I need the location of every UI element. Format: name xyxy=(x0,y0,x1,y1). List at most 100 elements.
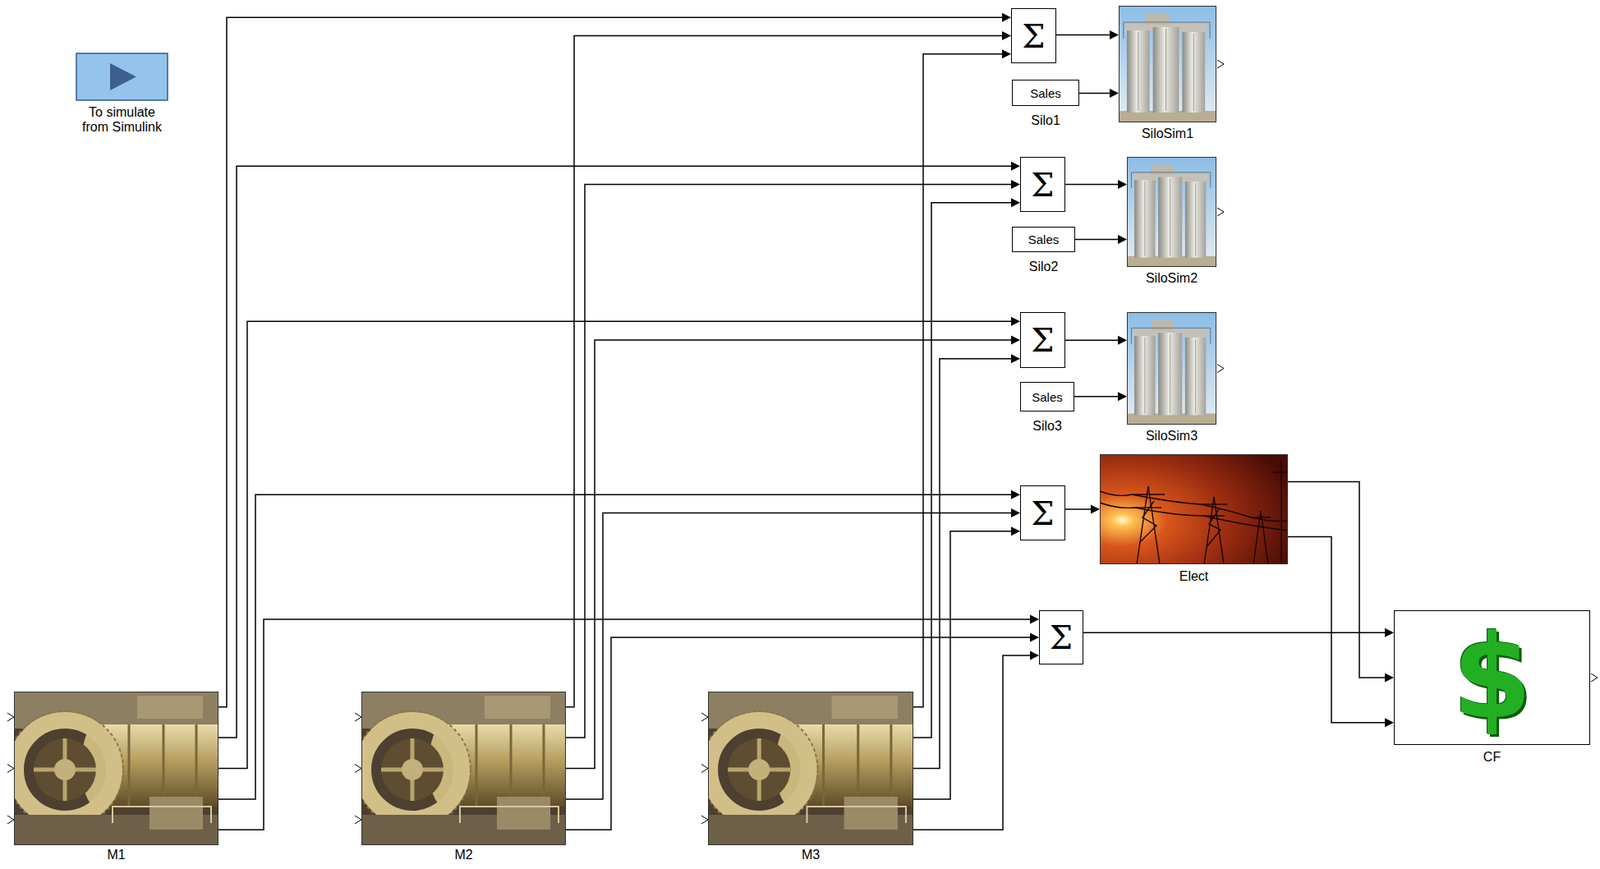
signal-path xyxy=(1079,92,1111,95)
signal-line xyxy=(565,31,1012,708)
mill-picture xyxy=(701,691,914,846)
input-port xyxy=(701,815,709,824)
input-port xyxy=(701,712,709,722)
arrow-head xyxy=(1384,717,1394,727)
block-name: Elect xyxy=(1051,569,1337,584)
cash-flow-block: $CF xyxy=(1393,610,1591,745)
block-body: Σ xyxy=(1020,486,1065,540)
mill-block: M1 xyxy=(13,691,219,846)
arrow-head xyxy=(1002,13,1012,23)
silo-picture xyxy=(1126,312,1217,425)
signal-line xyxy=(1287,537,1394,728)
sum-symbol: Σ xyxy=(1030,168,1054,202)
dollar-symbol: $ xyxy=(1452,620,1532,736)
arrow-head xyxy=(1117,179,1127,189)
sum-block: Σ xyxy=(1020,485,1066,541)
signal-path xyxy=(565,340,1012,769)
signal-path xyxy=(1075,239,1119,241)
sum-block: Σ xyxy=(1011,8,1057,64)
block-name: Silo2 xyxy=(963,259,1124,275)
sum-symbol: Σ xyxy=(1030,323,1054,357)
sales-block: SalesSilo2 xyxy=(1011,226,1076,253)
arrow-head xyxy=(1384,673,1394,683)
signal-path xyxy=(565,513,1012,800)
arrow-head xyxy=(1117,234,1127,244)
pylon-post xyxy=(1280,459,1282,565)
output-port xyxy=(1590,673,1598,682)
signal-line xyxy=(1287,482,1394,683)
sum-block: Σ xyxy=(1020,156,1066,212)
mill-picture xyxy=(7,691,219,846)
input-port xyxy=(7,815,14,824)
signal-line xyxy=(218,13,1012,708)
pylon-lattice xyxy=(1207,509,1221,547)
electricity-block: Elect xyxy=(1099,454,1288,565)
signal-line xyxy=(565,508,1021,800)
pylon-lattice xyxy=(1140,501,1157,543)
signal-line xyxy=(565,633,1040,831)
signal-line xyxy=(1065,505,1100,515)
signal-path xyxy=(913,531,1012,800)
block-body xyxy=(76,53,168,101)
block-body xyxy=(14,692,218,845)
input-port xyxy=(701,764,709,773)
arrow-head xyxy=(1011,354,1021,364)
block-body: Sales xyxy=(1020,382,1074,411)
arrow-head xyxy=(1384,628,1394,638)
arrow-head xyxy=(1090,505,1100,515)
sum-symbol: Σ xyxy=(1021,19,1045,53)
block-name: CF xyxy=(1345,749,1600,765)
input-port xyxy=(354,764,362,773)
arrow-head xyxy=(1011,335,1021,345)
signal-line xyxy=(1083,628,1394,638)
output-port xyxy=(1217,59,1224,69)
pylons xyxy=(1099,459,1288,565)
simulate-button: To simulate from Simulink xyxy=(76,53,168,101)
signal-line xyxy=(913,526,1021,800)
arrow-head xyxy=(1109,88,1119,98)
block-name: Silo3 xyxy=(971,418,1123,434)
signal-path xyxy=(565,637,1031,830)
signal-path xyxy=(1083,632,1386,635)
signal-path xyxy=(913,202,1012,738)
signal-line xyxy=(218,161,1021,738)
input-port xyxy=(354,712,362,722)
arrow-head xyxy=(1117,391,1127,401)
block-name: M2 xyxy=(312,847,615,863)
block-body xyxy=(1119,6,1216,122)
mill-picture xyxy=(354,691,566,846)
play-button xyxy=(76,53,168,101)
sales-block: SalesSilo1 xyxy=(1011,79,1080,106)
arrow-head xyxy=(1117,335,1127,345)
signal-path xyxy=(218,165,1012,738)
signal-path xyxy=(218,494,1012,800)
signal-path xyxy=(565,36,1003,708)
block-body xyxy=(1127,312,1216,424)
block-body: Σ xyxy=(1039,611,1083,664)
block-body: Σ xyxy=(1011,9,1056,63)
arrow-head xyxy=(1002,31,1012,41)
power-picture xyxy=(1099,454,1288,565)
silo-block: SiloSim3 xyxy=(1126,312,1217,425)
arrow-head xyxy=(1011,508,1021,518)
port-markers xyxy=(7,59,1598,824)
signal-line xyxy=(1075,234,1127,244)
signal-line xyxy=(913,354,1021,768)
signal-line xyxy=(1065,179,1127,189)
signal-path xyxy=(1287,537,1386,723)
output-port xyxy=(1217,364,1224,373)
signal-path xyxy=(913,655,1031,830)
signal-path xyxy=(218,321,1012,768)
signal-line xyxy=(218,615,1040,831)
play-triangle xyxy=(110,63,137,91)
signal-line xyxy=(1079,88,1119,98)
input-port xyxy=(354,815,362,824)
arrow-head xyxy=(1011,161,1021,171)
signal-line xyxy=(565,335,1021,769)
sum-symbol: Σ xyxy=(1049,620,1073,654)
arrow-head xyxy=(1109,30,1119,40)
signal-line xyxy=(218,490,1021,800)
silo-block: SiloSim1 xyxy=(1118,5,1217,123)
